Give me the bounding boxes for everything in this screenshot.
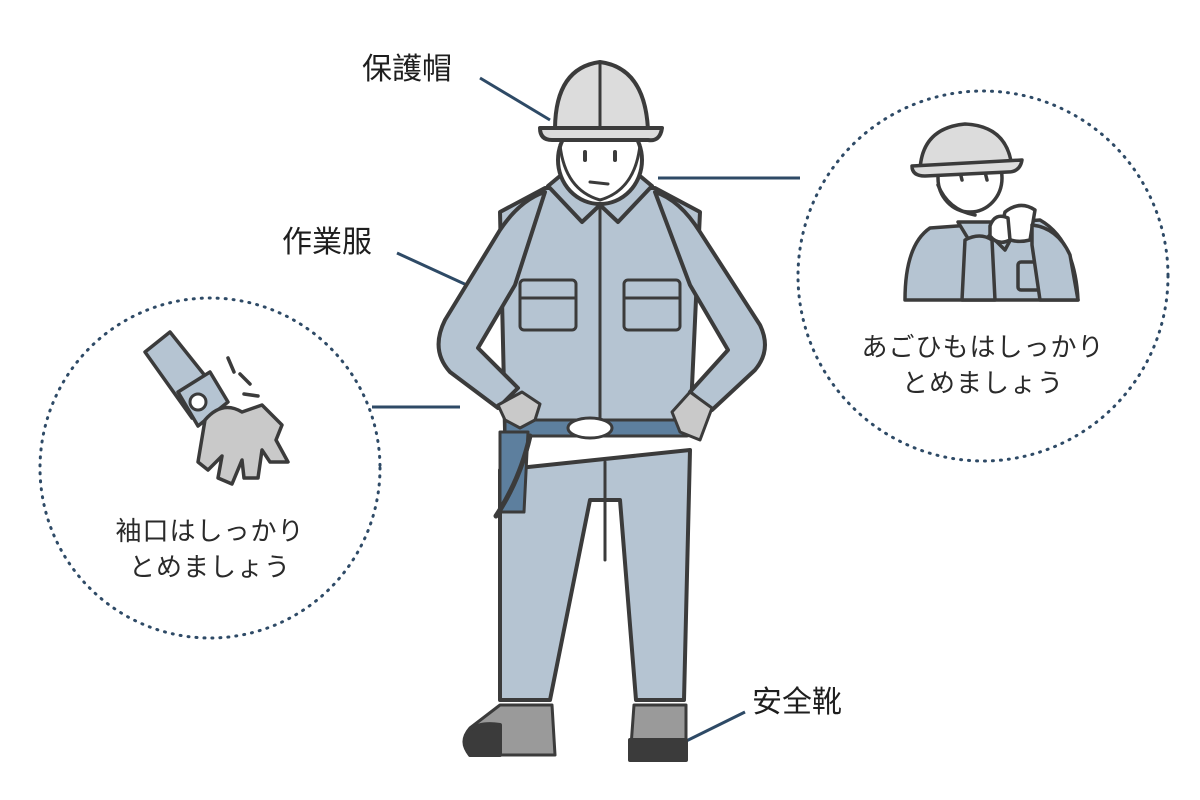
chin-strap-note-line1: あごひもはしっかり — [830, 330, 1136, 366]
chin-strap-note: あごひもはしっかり とめましょう — [830, 330, 1136, 402]
left-chest-pocket — [520, 280, 576, 330]
cuff-closeup — [145, 332, 288, 484]
worker-legs — [500, 450, 690, 700]
leader-line-helmet — [480, 78, 550, 120]
chin-strap-closeup — [905, 124, 1078, 300]
cuff-note-line2: とめましょう — [80, 550, 340, 586]
cuff-note: 袖口はしっかり とめましょう — [80, 514, 340, 586]
right-chest-pocket — [624, 280, 680, 330]
worker-helmet-brim — [540, 128, 662, 140]
worker-figure — [439, 62, 765, 760]
helmet-label: 保護帽 — [362, 55, 452, 85]
belt-buckle — [568, 418, 612, 438]
chin-strap-note-line2: とめましょう — [830, 366, 1136, 402]
work-clothes-label: 作業服 — [282, 228, 372, 258]
cuff-note-line1: 袖口はしっかり — [80, 514, 340, 550]
safety-shoes-label: 安全靴 — [752, 688, 842, 718]
